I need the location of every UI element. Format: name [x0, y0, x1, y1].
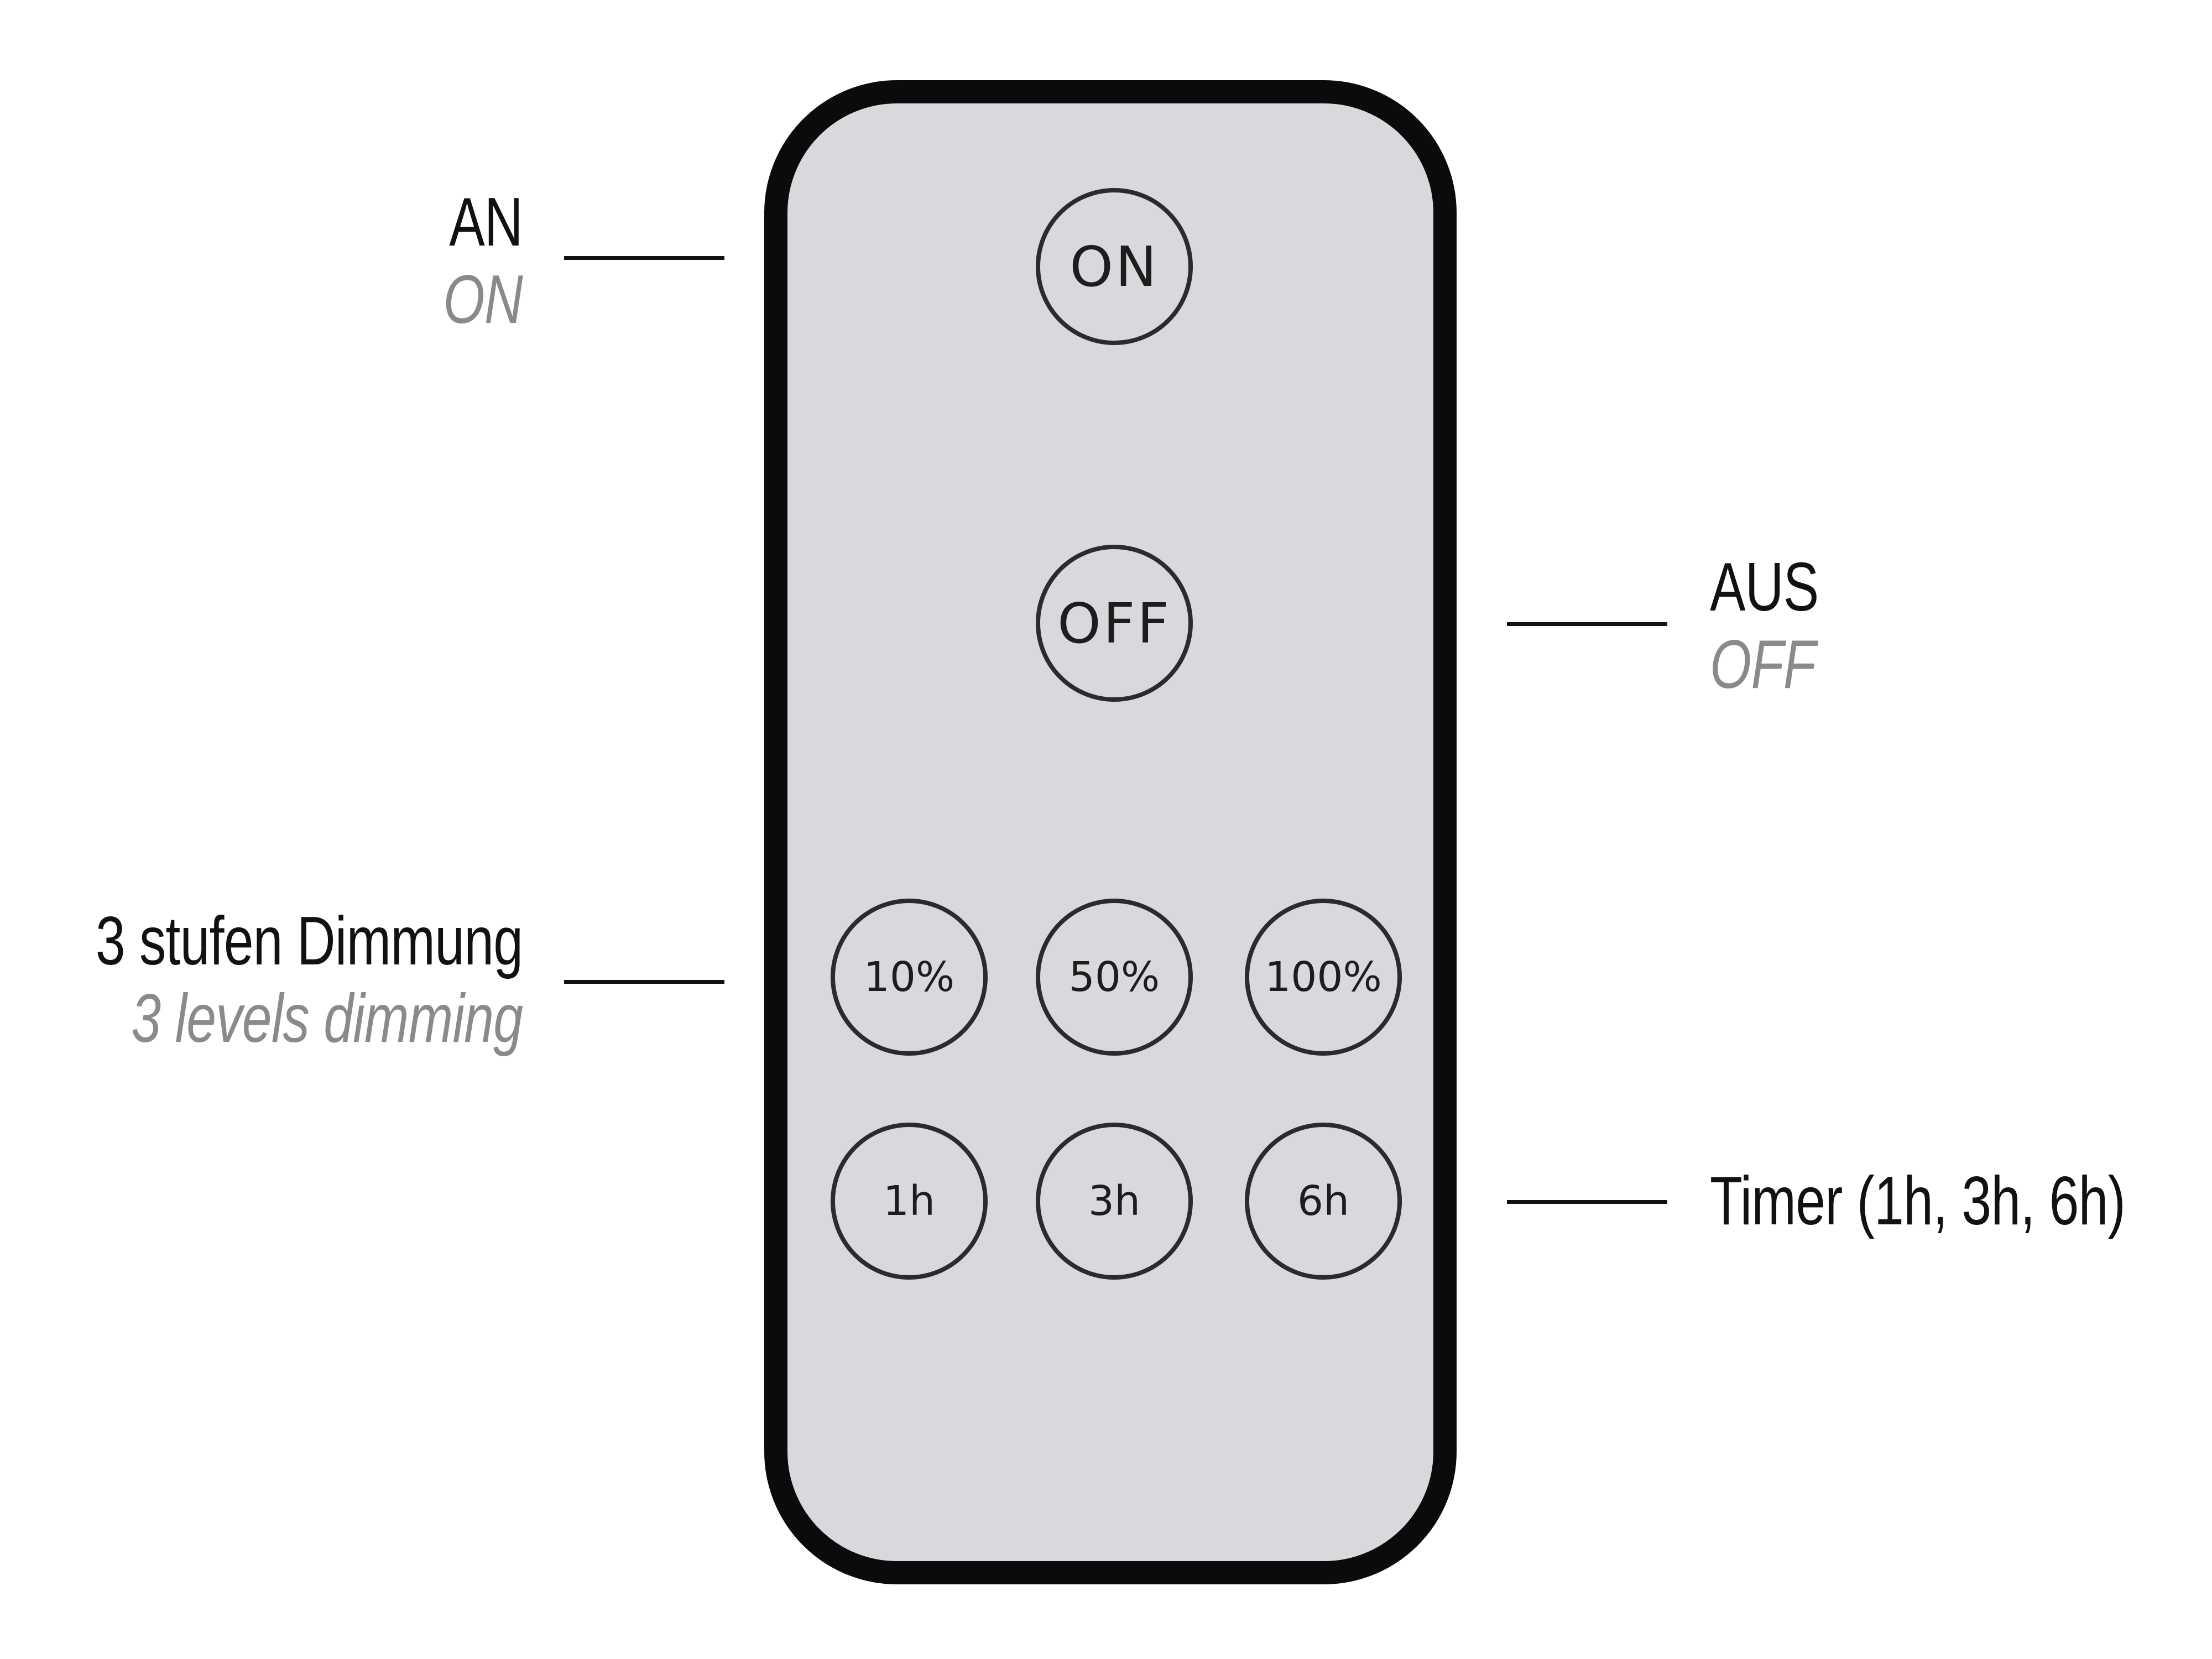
annotation-timer-de: Timer (1h, 3h, 6h): [1710, 1163, 2126, 1239]
annotation-off-en: OFF: [1710, 627, 1816, 703]
annotation-timer: Timer (1h, 3h, 6h): [1710, 1167, 2212, 1235]
annotation-on: AN ON: [421, 188, 523, 334]
annotation-off-de: AUS: [1710, 549, 1819, 625]
dim-100-button[interactable]: 100%: [1245, 899, 1402, 1056]
off-button[interactable]: OFF: [1036, 545, 1193, 702]
dim-10-button[interactable]: 10%: [831, 899, 988, 1056]
annotation-on-de: AN: [449, 184, 523, 260]
annotation-dimming-de: 3 stufen Dimmung: [95, 903, 523, 979]
leader-line-timer: [1507, 1200, 1667, 1204]
annotation-off: AUS OFF: [1710, 553, 1849, 699]
leader-line-off: [1507, 622, 1667, 626]
annotation-dimming: 3 stufen Dimmung 3 levels dimming: [0, 907, 523, 1053]
annotation-dimming-en: 3 levels dimming: [131, 980, 523, 1057]
timer-1h-button[interactable]: 1h: [831, 1123, 988, 1280]
leader-line-dimming: [564, 980, 724, 984]
timer-6h-button[interactable]: 6h: [1245, 1123, 1402, 1280]
on-button[interactable]: ON: [1036, 188, 1193, 345]
leader-line-on: [564, 256, 724, 260]
timer-3h-button[interactable]: 3h: [1036, 1123, 1193, 1280]
dim-50-button[interactable]: 50%: [1036, 899, 1193, 1056]
annotation-on-en: ON: [443, 262, 523, 338]
